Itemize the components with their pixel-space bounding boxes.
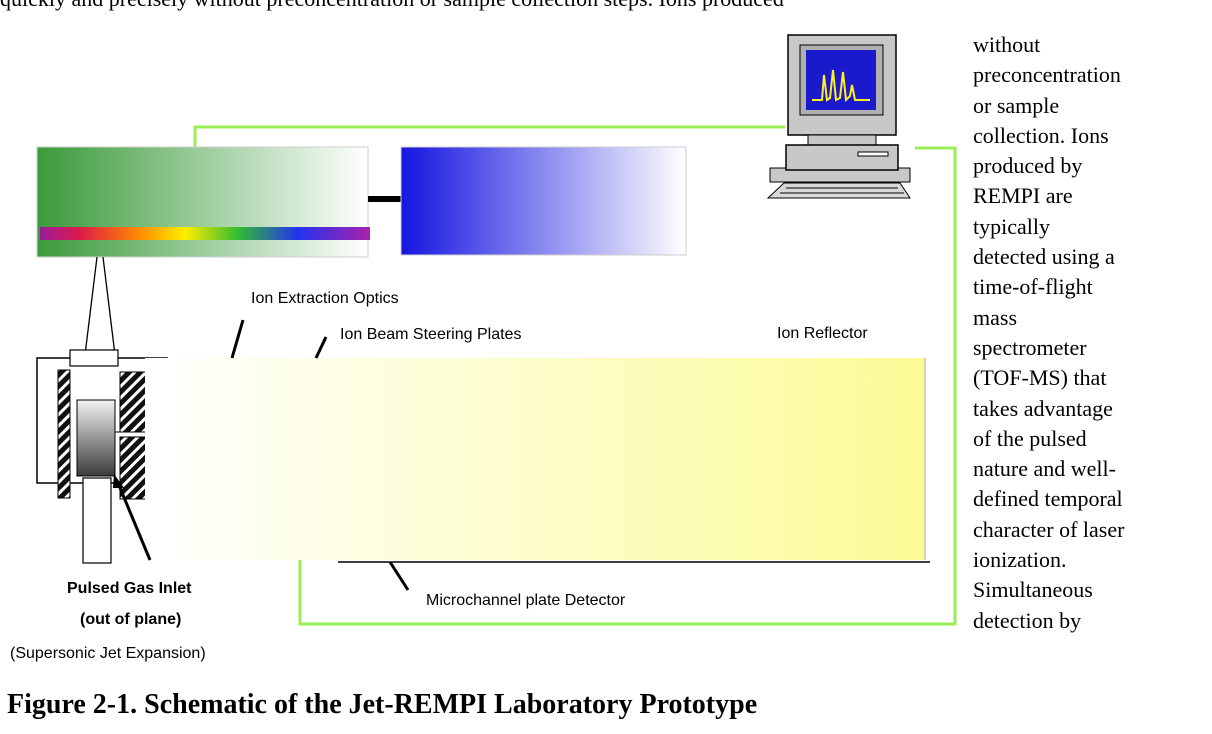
dye-laser-box (400, 146, 687, 256)
body-text-side-column: without preconcentration or sample colle… (973, 30, 1212, 636)
inlet-tube (82, 477, 112, 564)
hatched-plate-right-bottom (119, 436, 147, 500)
text-line: Simultaneous (973, 577, 1093, 603)
gas-nozzle (76, 399, 116, 477)
label-pulsed-gas-inlet: Pulsed Gas Inlet (67, 580, 192, 597)
label-ion-beam-steering-plates: Ion Beam Steering Plates (340, 326, 522, 343)
text-line: detected using a (973, 244, 1115, 270)
text-line: character of laser (973, 516, 1125, 542)
spectrum-trace (812, 69, 870, 103)
pointer-steering-plates (314, 336, 328, 359)
pointer-gas-inlet (116, 482, 152, 561)
text-line: takes advantage (973, 395, 1113, 421)
label-mcp-detector: Microchannel plate Detector (426, 592, 626, 609)
text-line: mass (973, 304, 1017, 330)
text-line: collection. Ions (973, 122, 1109, 148)
text-line: or sample (973, 92, 1060, 118)
text-line: detection by (973, 607, 1082, 633)
text-line: typically (973, 213, 1050, 239)
signal-cable (193, 125, 957, 626)
jet-rempi-schematic (36, 34, 957, 626)
keyboard (766, 182, 911, 199)
label-ion-reflector: Ion Reflector (777, 325, 868, 342)
pointer-gas-inlet-arrowhead (113, 474, 124, 488)
rainbow-spectrum-strip (40, 227, 370, 240)
computer-icon (766, 34, 911, 199)
text-line: nature and well- (973, 456, 1116, 482)
pointer-extraction-optics (230, 319, 245, 359)
figure-caption: Figure 2-1. Schematic of the Jet-REMPI L… (7, 689, 758, 720)
text-line: time-of-flight (973, 274, 1093, 300)
text-line: preconcentration (973, 62, 1121, 88)
ion-reflector (145, 358, 925, 560)
text-line: without (973, 32, 1041, 57)
laser-beam (84, 256, 116, 356)
beam-window (69, 349, 119, 367)
body-text-top-line: quickly and precisely without preconcent… (0, 0, 920, 12)
label-ion-extraction-optics: Ion Extraction Optics (251, 290, 399, 307)
pointer-mcp-detector (388, 561, 410, 591)
text-line: (TOF-MS) that (973, 365, 1107, 391)
laser-box (36, 146, 369, 258)
text-line: REMPI are (973, 183, 1073, 209)
text-line: defined temporal (973, 486, 1123, 512)
label-out-of-plane: (out of plane) (80, 611, 182, 628)
text-line: of the pulsed (973, 425, 1087, 451)
hatched-plate-left (57, 369, 71, 499)
text-line: ionization. (973, 547, 1067, 573)
text-line: produced by (973, 153, 1083, 179)
label-supersonic-jet: (Supersonic Jet Expansion) (10, 645, 206, 662)
hatched-plate-right-top (119, 371, 147, 433)
text-line: spectrometer (973, 334, 1087, 360)
